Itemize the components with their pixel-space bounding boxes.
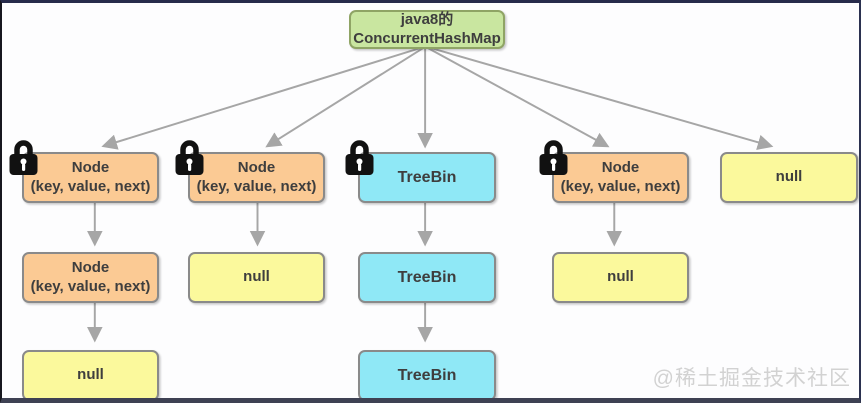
treebin-label: TreeBin bbox=[397, 168, 457, 186]
lock-icon bbox=[7, 139, 40, 178]
root-box-concurrenthashmap: java8的 ConcurrentHashMap bbox=[349, 10, 505, 49]
lock-icon bbox=[343, 139, 376, 178]
bucket1-node2-box: Node (key, value, next) bbox=[22, 252, 159, 303]
bucket1-null-box: null bbox=[22, 350, 159, 398]
bucket2-node-box: Node (key, value, next) bbox=[175, 140, 325, 203]
bucket2-null-box: null bbox=[188, 252, 325, 303]
null-label: null bbox=[243, 268, 270, 286]
lock-icon bbox=[173, 139, 206, 178]
treebin-label: TreeBin bbox=[397, 268, 457, 286]
node-fields-label: (key, value, next) bbox=[196, 177, 317, 195]
bucket3-treebin2-box: TreeBin bbox=[358, 252, 496, 303]
node-fields-label: (key, value, next) bbox=[560, 177, 681, 195]
bucket3-treebin-box: TreeBin bbox=[345, 140, 496, 203]
root-title-line2: ConcurrentHashMap bbox=[353, 29, 501, 47]
node-label: Node bbox=[71, 158, 110, 176]
null-label: null bbox=[775, 168, 803, 186]
lock-icon bbox=[537, 139, 570, 178]
bucket4-node-box: Node (key, value, next) bbox=[539, 140, 689, 203]
node-label: Node bbox=[237, 158, 276, 176]
bucket5-null-box: null bbox=[720, 152, 858, 203]
node-fields-label: (key, value, next) bbox=[30, 177, 151, 195]
bucket4-null-box: null bbox=[552, 252, 689, 303]
null-label: null bbox=[607, 268, 634, 286]
bucket3-treebin3-box: TreeBin bbox=[358, 350, 496, 398]
node-fields-label: (key, value, next) bbox=[30, 277, 151, 295]
treebin-label: TreeBin bbox=[397, 366, 457, 384]
node-label: Node bbox=[71, 258, 110, 276]
null-label: null bbox=[77, 366, 104, 384]
watermark: @稀土掘金技术社区 bbox=[652, 367, 851, 390]
node-label: Node bbox=[601, 158, 640, 176]
root-title-line1: java8的 bbox=[400, 10, 454, 28]
bucket1-node-box: Node (key, value, next) bbox=[9, 140, 159, 203]
